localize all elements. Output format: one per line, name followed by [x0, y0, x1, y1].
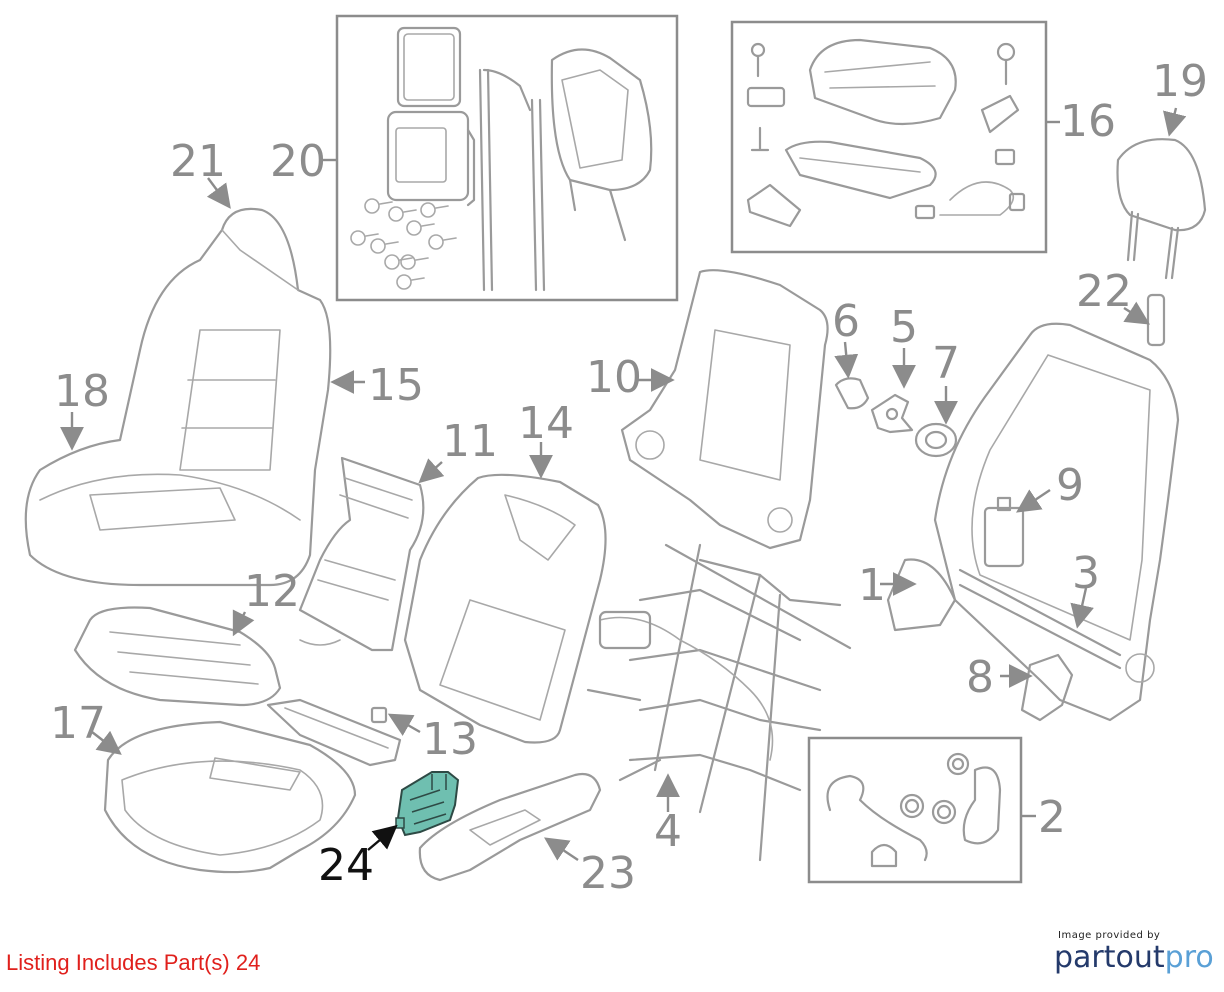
- part-7-cap: [914, 422, 958, 458]
- part-2-assembly: [826, 752, 1002, 868]
- callout-12: 12: [244, 566, 300, 617]
- part-13-heater-strip: [266, 698, 402, 767]
- part-3-seat-frame: [886, 322, 1180, 722]
- part-16-assembly: [746, 38, 1026, 228]
- callout-8: 8: [966, 652, 994, 703]
- callout-14: 14: [518, 398, 574, 449]
- callout-4: 4: [654, 806, 682, 857]
- callout-23: 23: [580, 848, 636, 899]
- kit-box-2: [807, 736, 1023, 884]
- callout-6: 6: [832, 296, 860, 347]
- callout-3: 3: [1072, 548, 1100, 599]
- part-17-cushion-pad: [103, 720, 357, 874]
- part-4-lumbar-mat: [586, 543, 852, 862]
- part-22-guide: [1146, 293, 1166, 347]
- callout-15: 15: [368, 360, 424, 411]
- callout-2: 2: [1038, 792, 1066, 843]
- callout-10: 10: [586, 352, 642, 403]
- brand-main: partout: [1054, 940, 1165, 975]
- kit-box-20: [335, 14, 679, 302]
- image-credit: Image provided by: [1058, 930, 1161, 941]
- part-9-motor: [983, 496, 1025, 568]
- callout-9: 9: [1056, 460, 1084, 511]
- part-14-backrest-cover: [403, 473, 607, 744]
- callout-22: 22: [1076, 266, 1132, 317]
- part-6-knob: [834, 377, 870, 410]
- callout-16: 16: [1060, 96, 1116, 147]
- brand-suffix: pro: [1164, 940, 1214, 975]
- part-8-bracket: [1020, 653, 1074, 722]
- callout-labels: 21 20 19 16 22 18 15 10 6 5 7 11 14 9 3 …: [50, 56, 1208, 899]
- part-23-side-trim: [418, 772, 602, 882]
- callout-1: 1: [858, 560, 886, 611]
- callout-7: 7: [932, 338, 960, 389]
- callout-24: 24: [318, 840, 374, 891]
- leader-lines: [60, 107, 1187, 861]
- part-12-cushion-heater: [73, 606, 282, 707]
- part-24-control-module[interactable]: [395, 771, 460, 837]
- callout-18: 18: [54, 366, 110, 417]
- brand-logo: partoutpro: [1054, 940, 1214, 975]
- callout-21: 21: [170, 136, 226, 187]
- callout-13: 13: [422, 714, 478, 765]
- part-20-assembly: [350, 26, 653, 292]
- callout-11: 11: [442, 416, 498, 467]
- callout-19: 19: [1152, 56, 1208, 107]
- callout-5: 5: [890, 302, 918, 353]
- part-18-seat-assembly: [24, 207, 332, 587]
- callout-20: 20: [270, 136, 326, 187]
- part-5-star-knob: [870, 393, 914, 434]
- part-11-back-pad: [298, 456, 425, 652]
- kit-box-16: [730, 20, 1048, 254]
- part-10-back-panel: [620, 269, 829, 550]
- listing-caption: Listing Includes Part(s) 24: [6, 950, 261, 975]
- part-19-headrest: [1116, 138, 1207, 280]
- callout-17: 17: [50, 698, 106, 749]
